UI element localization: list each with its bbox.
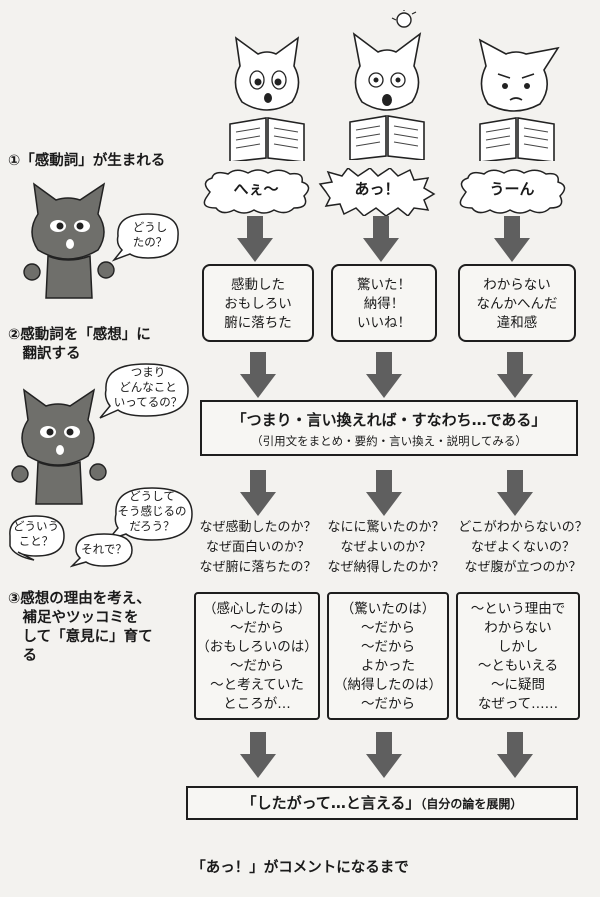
speech-bubble-5 [70, 533, 133, 568]
figure-caption: 「あっ！」がコメントになるまで [191, 860, 409, 876]
arrow-down-icon [366, 470, 402, 516]
speech-bubble-2-text: つまり どんなこと いってるの？ [113, 365, 183, 409]
conclusion-banner: 「したがって…と言える」（自分の論を展開） [186, 786, 578, 820]
conclusion-banner-title: 「したがって…と言える」 [241, 794, 421, 812]
question-group-2: なにに驚いたのか？ なぜよいのか？ なぜ納得したのか？ [327, 520, 445, 575]
arrow-down-icon [240, 352, 276, 398]
question-group-3: どこがわからないの？ なぜよくないの？ なぜ腹が立つのか？ [458, 520, 588, 575]
cat-reading-surprised [349, 10, 425, 160]
translate-banner-title: 「つまり・言い換えれば・すなわち…である」 [231, 411, 547, 429]
reason-box-1: （感心したのは） ～だから （おもしろいのは） ～だから ～と考えていた ところ… [194, 592, 320, 720]
speech-bubble-1-text: どうし たの？ [132, 220, 168, 249]
conclusion-banner-subtitle: （自分の論を展開） [420, 797, 523, 811]
arrow-down-icon [237, 216, 273, 262]
step-1-label: ①「感動詞」が生まれる [8, 153, 166, 169]
translate-banner-subtitle: （引用文をまとめ・要約・言い換え・説明してみる） [251, 434, 527, 448]
step-3-label: ③感想の理由を考え、 補足やツッコミを して「意見に」育て る [8, 591, 153, 664]
exclamation-cloud-2 [318, 168, 436, 216]
exclamation-2: あっ！ [354, 180, 400, 198]
cat-gray-asking-1 [23, 182, 115, 299]
arrow-down-icon [363, 216, 399, 262]
step-2-label: ②感動詞を「感想」に 翻訳する [8, 327, 151, 362]
speech-bubble-4 [9, 515, 65, 561]
speech-bubble-2 [99, 363, 189, 419]
arrow-down-icon [240, 470, 276, 516]
arrow-down-icon [240, 732, 276, 778]
impression-box-2: 驚いた！ 納得！ いいね！ [331, 264, 437, 342]
impression-box-1: 感動した おもしろい 腑に落ちた [202, 264, 314, 342]
cat-reading-moved [229, 36, 305, 161]
exclamation-1: へぇ～ [233, 180, 279, 198]
speech-bubble-5-text: それで？ [81, 542, 127, 556]
reason-box-3: ～という理由で わからない しかし ～ともいえる ～に疑問 なぜって…… [456, 592, 580, 720]
speech-bubble-3 [106, 487, 193, 542]
arrow-down-icon [497, 470, 533, 516]
exclamation-3: うーん [489, 180, 535, 198]
exclamation-cloud-3 [459, 169, 566, 214]
speech-bubble-1 [111, 213, 179, 262]
arrow-down-icon [497, 352, 533, 398]
cat-gray-asking-2 [11, 388, 107, 505]
speech-bubble-4-text: どういう こと？ [13, 519, 59, 548]
reason-box-2: （驚いたのは） ～だから ～だから よかった （納得したのは） ～だから [327, 592, 449, 720]
speech-bubble-3-text: どうして そう感じるの だろう？ [117, 489, 187, 533]
question-group-1: なぜ感動したのか？ なぜ面白いのか？ なぜ腑に落ちたの？ [199, 520, 317, 575]
arrow-down-icon [366, 352, 402, 398]
translate-banner: 「つまり・言い換えれば・すなわち…である」 （引用文をまとめ・要約・言い換え・説… [200, 400, 578, 456]
cat-reading-puzzled [478, 38, 560, 161]
arrow-down-icon [497, 732, 533, 778]
arrow-down-icon [366, 732, 402, 778]
exclamation-cloud-1 [203, 169, 310, 214]
impression-box-3: わからない なんかへんだ 違和感 [458, 264, 576, 342]
arrow-down-icon [494, 216, 530, 262]
